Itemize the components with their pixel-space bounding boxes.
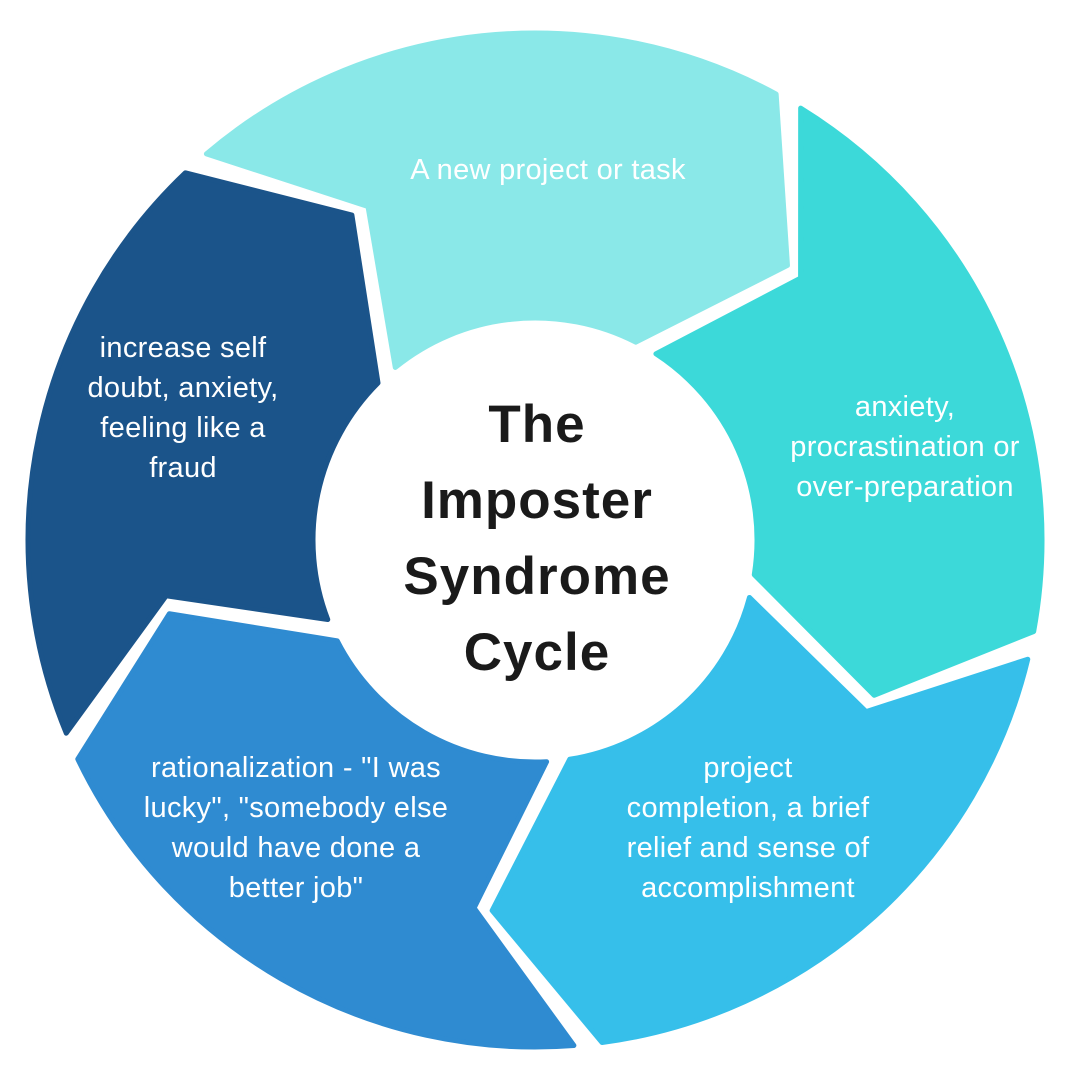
segment-label-project-completion: project completion, a brief relief and sen… [627,748,870,908]
segment-self-doubt [25,170,381,736]
segment-label-line: relief and sense of [626,832,870,864]
segment-anxiety-procrastination [653,105,1045,698]
segment-label-line: over-preparation [796,471,1014,503]
segment-label-line: rationalization - "I was [151,752,441,784]
segment-project-completion [489,594,1031,1046]
diagram-title-line: Imposter [421,471,653,530]
segment-label-line: project [703,752,793,784]
segment-label-line: completion, a brief [626,792,870,824]
segment-label-self-doubt: increase self doubt, anxiety, feeling like… [88,328,279,488]
segment-label-line: doubt, anxiety, [87,372,279,404]
segment-label-line: increase self [99,332,267,364]
segment-label-line: better job" [228,872,364,904]
segment-new-project [203,30,790,370]
segment-label-new-project: A new project or task [410,150,685,190]
segment-label-line: would have done a [171,832,421,864]
segment-label-line: feeling like a [100,412,266,444]
segment-label-rationalization: rationalization - "I was lucky", "somebod… [144,748,448,908]
segment-label-line: procrastination or [790,431,1020,463]
segment-rationalization [75,611,577,1050]
segment-label-line: A new project or task [410,154,686,186]
segment-label-line: lucky", "somebody else [143,792,449,824]
diagram-title-line: Syndrome [403,547,671,606]
segment-label-line: fraud [149,452,217,484]
segment-label-line: anxiety, [854,391,956,423]
segment-label-anxiety-procrastination: anxiety, procrastination or over-preparati… [790,387,1019,507]
segment-label-line: accomplishment [641,872,855,904]
diagram-title-line: The [488,395,586,454]
diagram-title-line: Cycle [463,623,611,682]
